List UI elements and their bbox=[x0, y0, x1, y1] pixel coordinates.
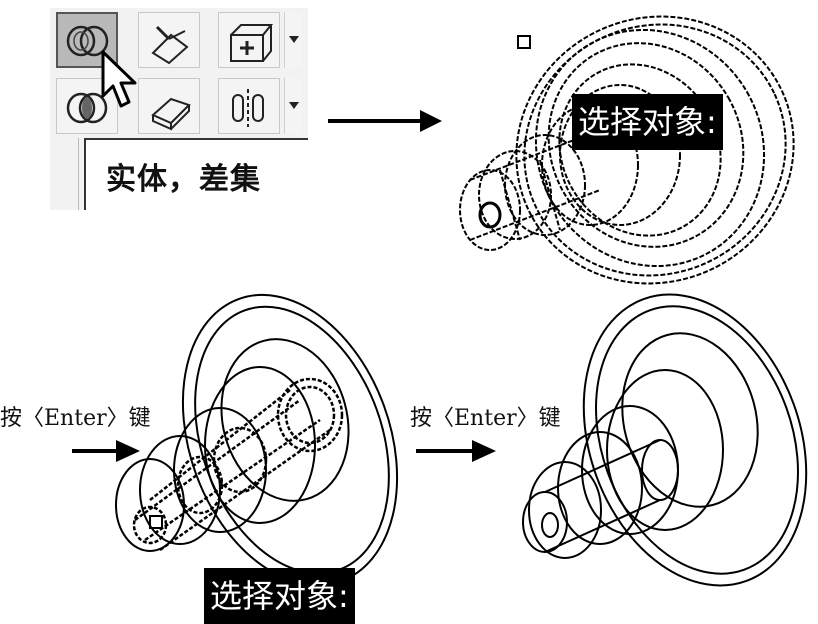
panel-divider bbox=[50, 138, 79, 210]
arrow-right-bottom-right bbox=[416, 440, 496, 462]
slice-button[interactable] bbox=[218, 78, 280, 134]
dropdown-arrow-row1[interactable] bbox=[284, 12, 302, 68]
press-enter-label-2: 按〈Enter〉键 bbox=[410, 406, 561, 431]
press-enter-label-1: 按〈Enter〉键 bbox=[0, 406, 151, 431]
slice-icon bbox=[232, 89, 264, 127]
arrow-right-top bbox=[328, 110, 442, 132]
subtract-icon bbox=[66, 25, 109, 57]
box-add-button[interactable] bbox=[218, 12, 280, 68]
wheel-assembly-partial-select bbox=[115, 293, 399, 587]
eraser-button[interactable] bbox=[138, 78, 200, 134]
command-tooltip: 实体，差集 bbox=[84, 138, 308, 210]
dropdown-arrow-row2[interactable] bbox=[284, 78, 302, 134]
select-objects-prompt-bottom: 选择对象: bbox=[204, 568, 355, 624]
wheel-assembly-selected bbox=[459, 15, 795, 285]
chevron-down-icon bbox=[289, 102, 299, 109]
extract-edges-button[interactable] bbox=[138, 12, 200, 68]
mouse-pointer-icon bbox=[101, 50, 137, 108]
tooltip-label: 实体，差集 bbox=[106, 162, 261, 197]
select-objects-prompt-top: 选择对象: bbox=[572, 94, 723, 150]
extract-edges-icon bbox=[151, 25, 189, 65]
intersect-icon bbox=[66, 92, 108, 124]
eraser-icon bbox=[151, 97, 191, 131]
chevron-down-icon bbox=[289, 36, 299, 43]
wheel-assembly-result bbox=[522, 293, 808, 587]
box-add-icon bbox=[230, 24, 274, 62]
arrow-right-bottom-left bbox=[72, 440, 140, 462]
